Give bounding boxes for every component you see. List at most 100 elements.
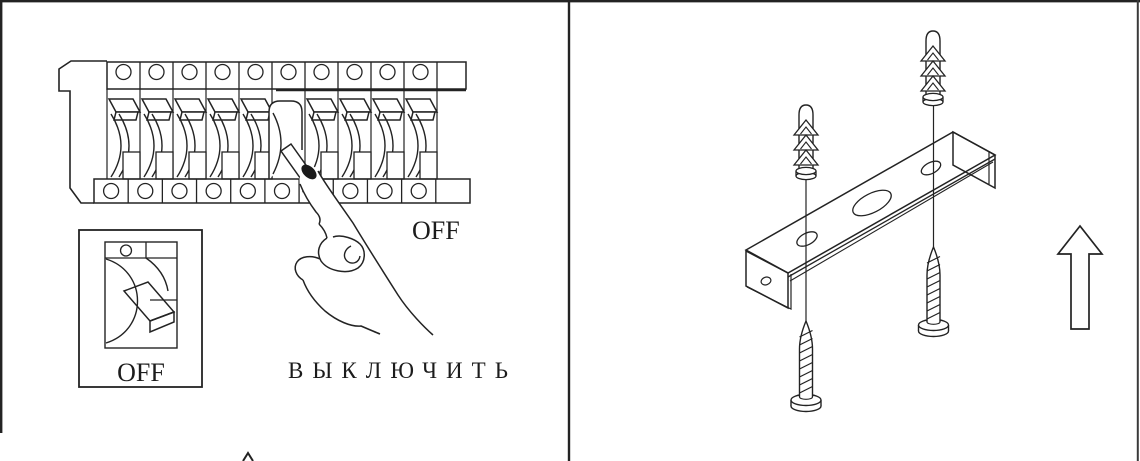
- diagram-line: [176, 113, 188, 178]
- bottom-terminal-row: [93, 178, 471, 204]
- screw-shaft: [926, 245, 941, 322]
- breaker-toggle: [179, 111, 205, 121]
- breaker-foot: [155, 151, 174, 180]
- terminal-screw: [205, 182, 222, 200]
- plug-collar: [795, 166, 817, 176]
- screw-shaft: [798, 319, 814, 397]
- breaker-toggle: [338, 98, 373, 113]
- diagram-line: [926, 303, 941, 312]
- terminal-screw: [346, 63, 363, 81]
- diagram-line: [250, 113, 262, 178]
- breaker-unit-on: [206, 98, 241, 180]
- diagram-line: [798, 396, 814, 400]
- breaker-toggle: [311, 111, 337, 121]
- terminal-screw: [412, 63, 429, 81]
- diagram-line: [184, 113, 196, 178]
- breaker-unit-on: [305, 98, 340, 180]
- breaker-unit-off: [268, 100, 303, 179]
- diagram-line: [927, 82, 939, 91]
- diagram-line: [926, 263, 941, 272]
- breaker-panel-diagram: [58, 60, 471, 204]
- terminal-screw: [410, 182, 427, 200]
- wall-plug-icon: [792, 104, 820, 181]
- terminal-screw: [342, 182, 359, 200]
- diagram-line: [926, 255, 941, 264]
- breaker-toggle: [206, 98, 241, 113]
- diagram-line: [209, 113, 221, 178]
- diagram-line: [799, 337, 813, 346]
- plug-collar: [922, 92, 944, 102]
- diagram-line: [799, 385, 813, 394]
- terminal-screw: [379, 63, 396, 81]
- breaker-toggle: [410, 111, 436, 121]
- breaker-foot: [221, 151, 240, 180]
- terminal-screw: [102, 182, 120, 200]
- diagram-line: [799, 345, 813, 354]
- breaker-toggle: [107, 98, 142, 113]
- diagram-line: [217, 113, 229, 178]
- terminal-screw: [247, 63, 264, 81]
- diagram-line: [799, 369, 813, 378]
- breaker-foot: [353, 151, 372, 180]
- screw-icon: [917, 245, 950, 338]
- diagram-line: [927, 52, 939, 61]
- bracket-hole-left: [796, 231, 818, 247]
- breaker-toggle: [404, 98, 439, 113]
- terminal-screw: [376, 182, 393, 200]
- diagram-line: [272, 112, 282, 175]
- diagram-line: [143, 113, 155, 178]
- diagram-line: [415, 113, 427, 178]
- breaker-toggle: [113, 111, 139, 121]
- screw-icon: [790, 319, 822, 413]
- diagram-line: [316, 113, 328, 178]
- diagram-line: [799, 353, 813, 362]
- instruction-ru-label: ВЫКЛЮЧИТЬ: [288, 358, 517, 383]
- terminal-screw: [148, 63, 165, 81]
- page-bottom-mark: [242, 451, 254, 461]
- pointing-hand-icon: [294, 164, 434, 336]
- diagram-line: [151, 113, 163, 178]
- terminal-screw: [280, 63, 297, 81]
- panel-edge-outline: [58, 60, 107, 204]
- fingernail: [301, 164, 317, 180]
- breaker-foot: [122, 151, 141, 180]
- breaker-unit-on: [173, 98, 208, 180]
- mounting-bracket: [744, 130, 997, 310]
- breaker-unit-on: [107, 98, 142, 180]
- breaker-toggle: [239, 98, 274, 113]
- breaker-toggle: [371, 98, 406, 113]
- bracket-hole-right: [920, 160, 942, 176]
- diagram-line: [926, 279, 941, 288]
- terminal-screw: [273, 182, 291, 200]
- breaker-toggle: [146, 111, 172, 121]
- terminal-screw: [214, 63, 231, 81]
- diagram-line: [382, 113, 394, 178]
- wall-plug-icon: [919, 30, 947, 107]
- finger-off-label: OFF: [412, 216, 460, 245]
- diagram-line: [349, 113, 361, 178]
- diagram-line: [407, 113, 419, 178]
- terminal-screw: [313, 63, 330, 81]
- diagram-line: [926, 287, 941, 296]
- diagram-line: [268, 100, 303, 179]
- diagram-line: [374, 113, 386, 178]
- diagram-line: [800, 156, 812, 165]
- breaker-unit-on: [140, 98, 175, 180]
- breaker-foot: [188, 151, 207, 180]
- diagram-line: [926, 311, 941, 320]
- breaker-unit-on: [239, 98, 274, 180]
- diagram-line: [341, 113, 353, 178]
- breaker-toggle: [140, 98, 175, 113]
- diagram-line: [800, 126, 812, 135]
- breaker-unit-on: [404, 98, 439, 180]
- breaker-foot: [419, 151, 438, 180]
- bracket-mounting-diagram: [744, 30, 1104, 413]
- diagram-line: [800, 141, 812, 150]
- breaker-foot: [386, 151, 405, 180]
- breaker-toggle: [212, 111, 238, 121]
- bracket-slot-center: [852, 189, 892, 217]
- up-arrow-icon: [1056, 224, 1104, 330]
- breaker-toggle: [377, 111, 403, 121]
